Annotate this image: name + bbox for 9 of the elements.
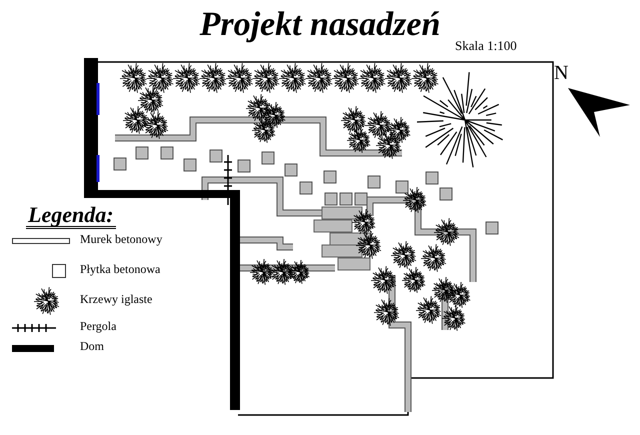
title: Projekt nasadzeń <box>198 6 442 44</box>
legend-label: Murek betonowy <box>80 232 162 247</box>
legend-label: Dom <box>80 339 104 354</box>
legend-label: Płytka betonowa <box>80 262 160 277</box>
legend-label: Krzewy iglaste <box>80 292 152 307</box>
legend-label: Pergola <box>80 319 116 334</box>
north-label: N <box>554 62 568 85</box>
scale-label: Skala 1:100 <box>455 38 517 54</box>
legend-heading: Legenda: <box>26 204 116 229</box>
